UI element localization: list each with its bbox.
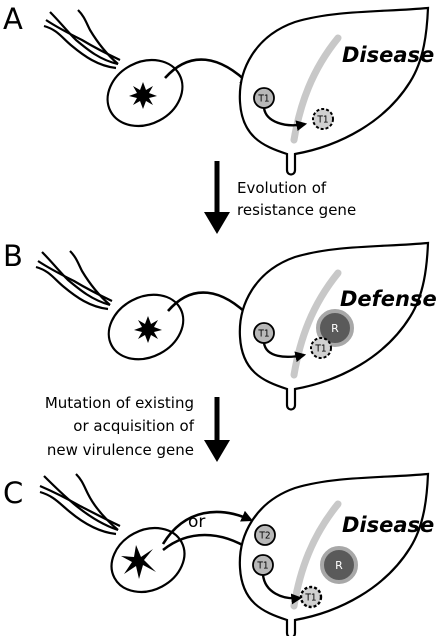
translocation-arrow (164, 58, 252, 87)
effector-t2 (254, 524, 276, 546)
pathogen-flagella (39, 473, 121, 536)
resistance-protein-label: R (331, 322, 339, 335)
host-target-t1-label: T1 (314, 344, 326, 355)
transition-caption-line: Evolution of (237, 179, 327, 197)
secretion-system-icon (129, 82, 157, 109)
or-label: or (188, 512, 205, 532)
effector-t2-label: T2 (258, 531, 270, 542)
secretion-system-icon (121, 545, 156, 579)
panel-a: A Disease T1 T1 (3, 2, 434, 176)
effector-t1-label: T1 (257, 329, 269, 340)
resistance-protein-label: R (335, 559, 343, 572)
leaf-vein (290, 269, 342, 379)
translocation-arrow-t2 (161, 510, 254, 545)
resistance-protein-r (320, 546, 358, 584)
transition-arrowhead (204, 440, 230, 462)
pathogen-cell (110, 526, 186, 594)
effector-t1-label: T1 (256, 561, 268, 572)
resistance-protein-r (316, 309, 354, 347)
transition-caption-line: or acquisition of (73, 417, 194, 435)
transition-caption-line: resistance gene (237, 201, 356, 219)
pathogen-flagella (35, 250, 113, 311)
transition-arrowhead (204, 212, 230, 234)
effector-action-arrow (262, 342, 307, 363)
host-target-t1 (310, 337, 332, 359)
transition-a-to-b: Evolution of resistance gene (204, 161, 356, 234)
panel-c-outcome: Disease (342, 513, 434, 537)
transition-b-to-c: Mutation of existing or acquisition of n… (45, 394, 230, 462)
translocation-arrow (167, 291, 253, 320)
pathogen-flagella (43, 9, 121, 70)
host-leaf (238, 6, 430, 176)
effector-action-arrow (262, 107, 308, 131)
effector-action-arrow (261, 574, 303, 605)
panel-a-outcome: Disease (342, 43, 434, 67)
host-target-t1 (312, 108, 334, 130)
panel-c-letter: C (3, 476, 23, 510)
panel-a-letter: A (3, 2, 23, 36)
panel-b-letter: B (3, 239, 23, 273)
effector-t1-label: T1 (257, 94, 269, 105)
panel-c: C or Disease T2 T1 R T1 (3, 472, 434, 636)
host-target-t1 (299, 585, 323, 609)
transition-caption-line: new virulence gene (47, 441, 194, 459)
transition-caption-line: Mutation of existing (45, 394, 194, 412)
host-target-t1-label: T1 (304, 593, 316, 604)
secretion-system-icon (134, 316, 162, 343)
panel-b: B Defense R T1 T1 (3, 239, 437, 411)
panel-b-outcome: Defense (340, 287, 437, 311)
host-target-t1-label: T1 (316, 115, 328, 126)
